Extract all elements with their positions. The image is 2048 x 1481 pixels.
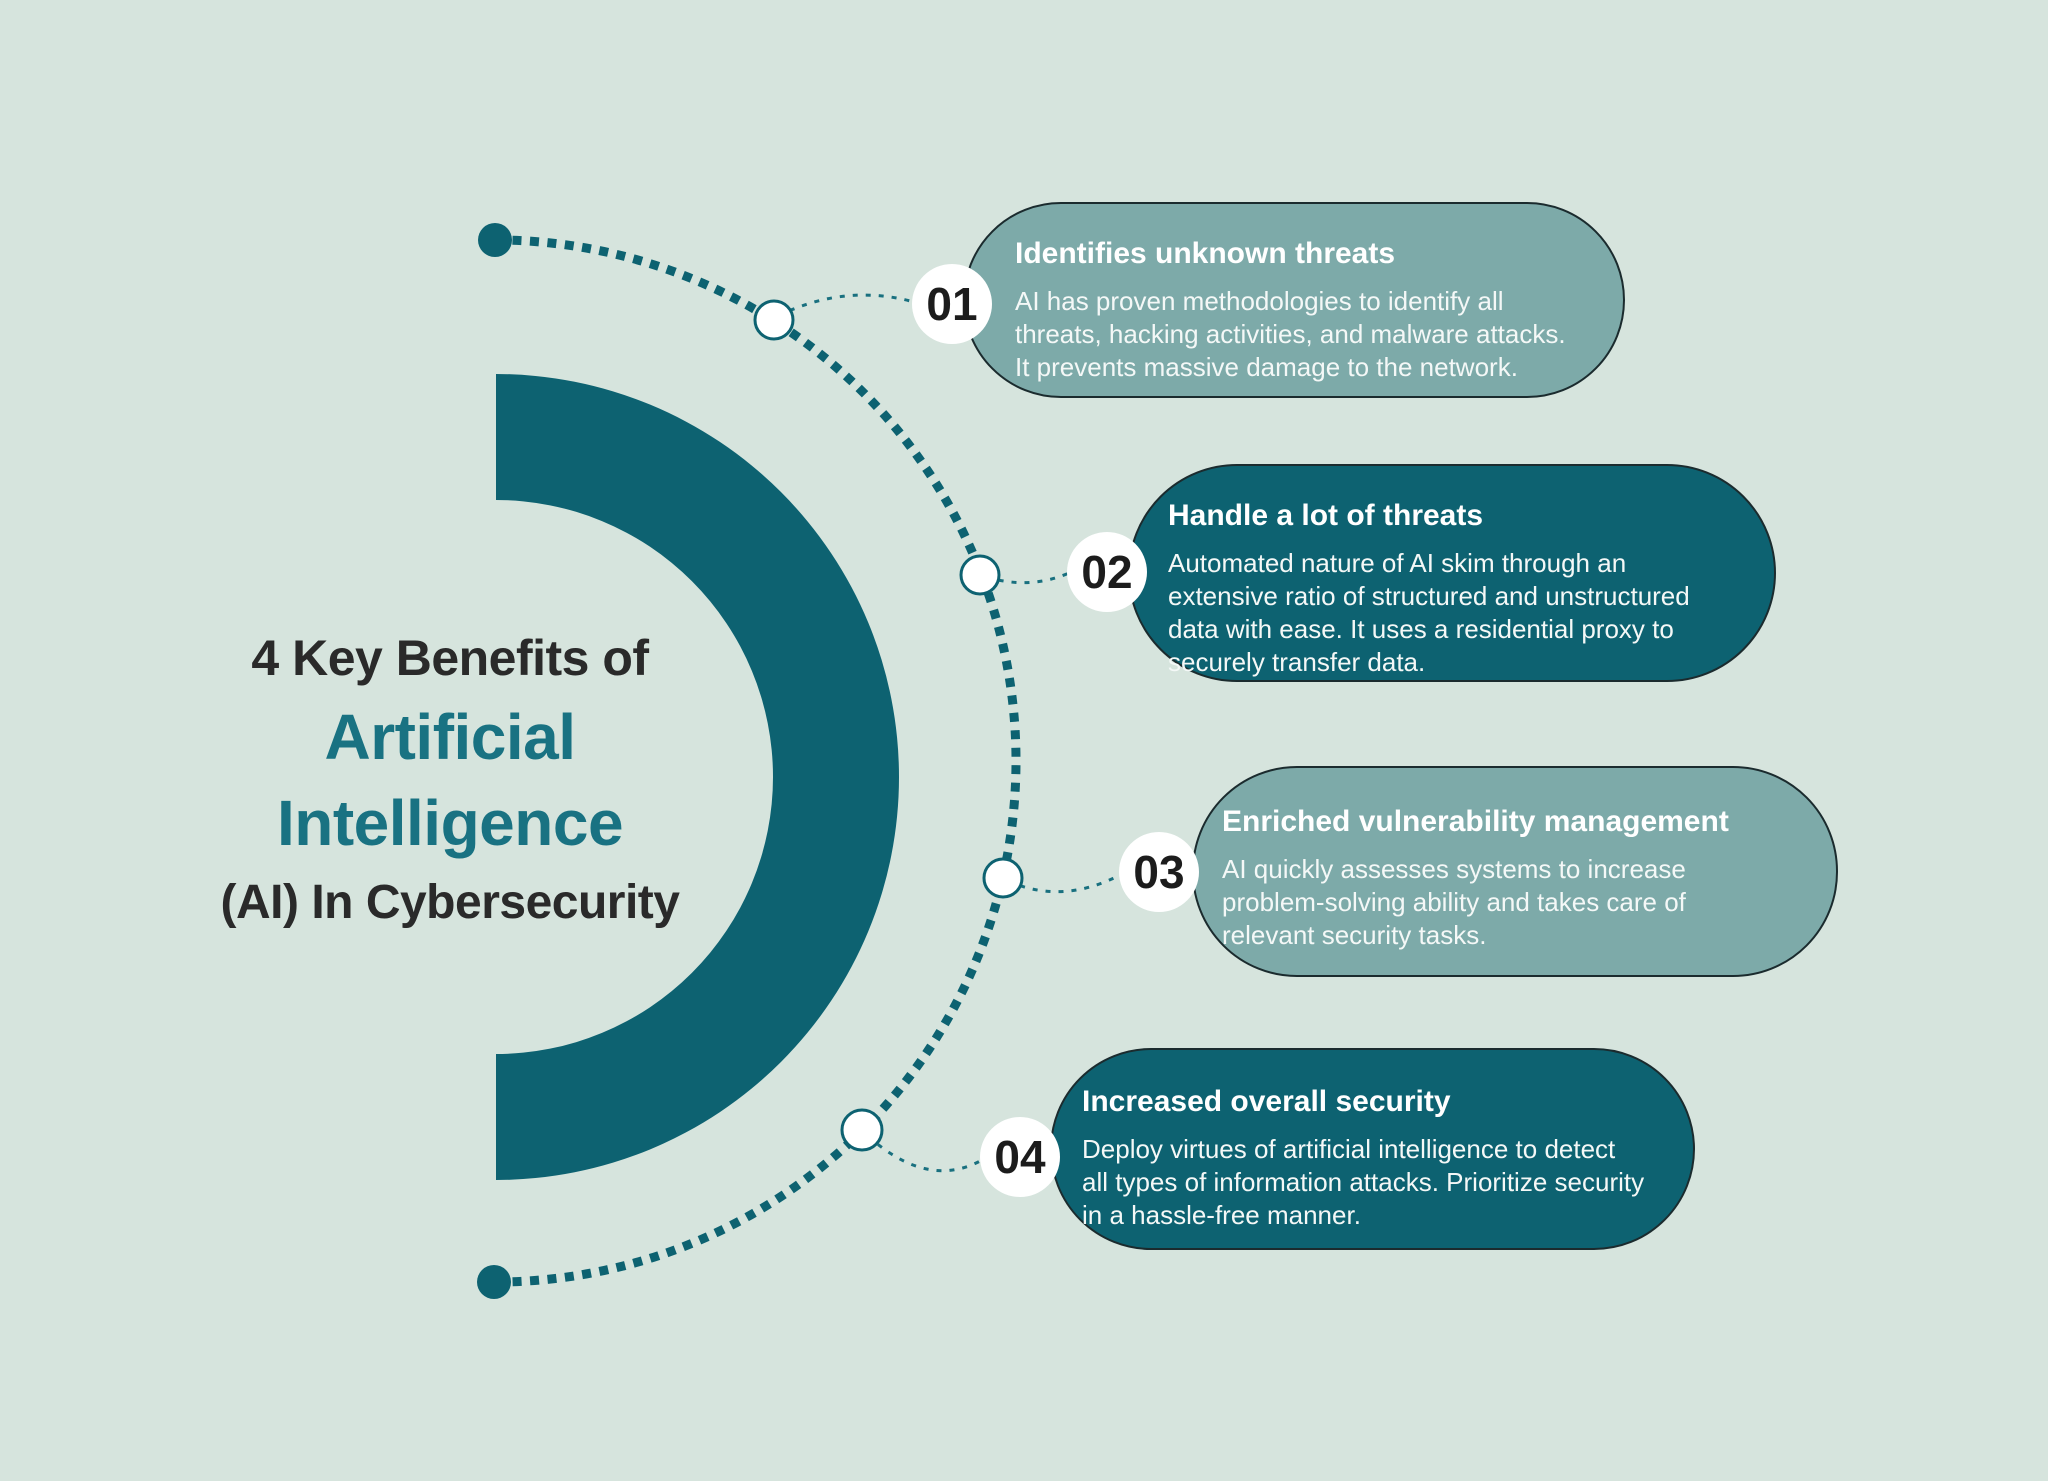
main-title: 4 Key Benefits of Artificial Intelligenc… — [120, 622, 780, 940]
arc-node-2 — [959, 554, 1001, 596]
number-badge-3: 03 — [1119, 832, 1199, 912]
benefit-card-4: Increased overall security Deploy virtue… — [1050, 1048, 1695, 1250]
card-description: Deploy virtues of artificial intelligenc… — [1082, 1134, 1645, 1230]
title-line-2: Artificial — [324, 701, 576, 773]
connector-line-2 — [985, 571, 1070, 585]
arc-endpoint-dot-top — [478, 223, 512, 257]
arc-endpoint-dot-bottom — [477, 1265, 511, 1299]
benefit-card-3: Enriched vulnerability management AI qui… — [1192, 766, 1838, 977]
card-description: AI quickly assesses systems to increase … — [1222, 854, 1686, 950]
number-badge-2: 02 — [1067, 532, 1147, 612]
card-title: Increased overall security — [1082, 1085, 1451, 1118]
title-line-3: Intelligence — [276, 787, 624, 859]
half-donut-shape — [496, 374, 899, 1180]
card-description: Automated nature of AI skim through an e… — [1168, 548, 1690, 677]
title-line-4: (AI) In Cybersecurity — [220, 876, 680, 929]
number-badge-1: 01 — [912, 264, 992, 344]
connector-line-4 — [866, 1134, 983, 1173]
benefit-card-1: Identifies unknown threats AI has proven… — [963, 202, 1625, 398]
arc-node-1 — [753, 299, 795, 341]
connector-line-3 — [1007, 873, 1121, 894]
number-badge-4: 04 — [980, 1117, 1060, 1197]
benefit-card-2: Handle a lot of threats Automated nature… — [1128, 464, 1776, 682]
card-title: Enriched vulnerability management — [1222, 805, 1729, 838]
title-line-1: 4 Key Benefits of — [251, 630, 649, 686]
card-description: AI has proven methodologies to identify … — [1015, 286, 1566, 382]
arc-node-3 — [982, 857, 1024, 899]
card-title: Identifies unknown threats — [1015, 237, 1396, 270]
arc-node-4 — [840, 1108, 884, 1152]
connector-line-1 — [777, 293, 915, 318]
card-title: Handle a lot of threats — [1168, 499, 1484, 532]
